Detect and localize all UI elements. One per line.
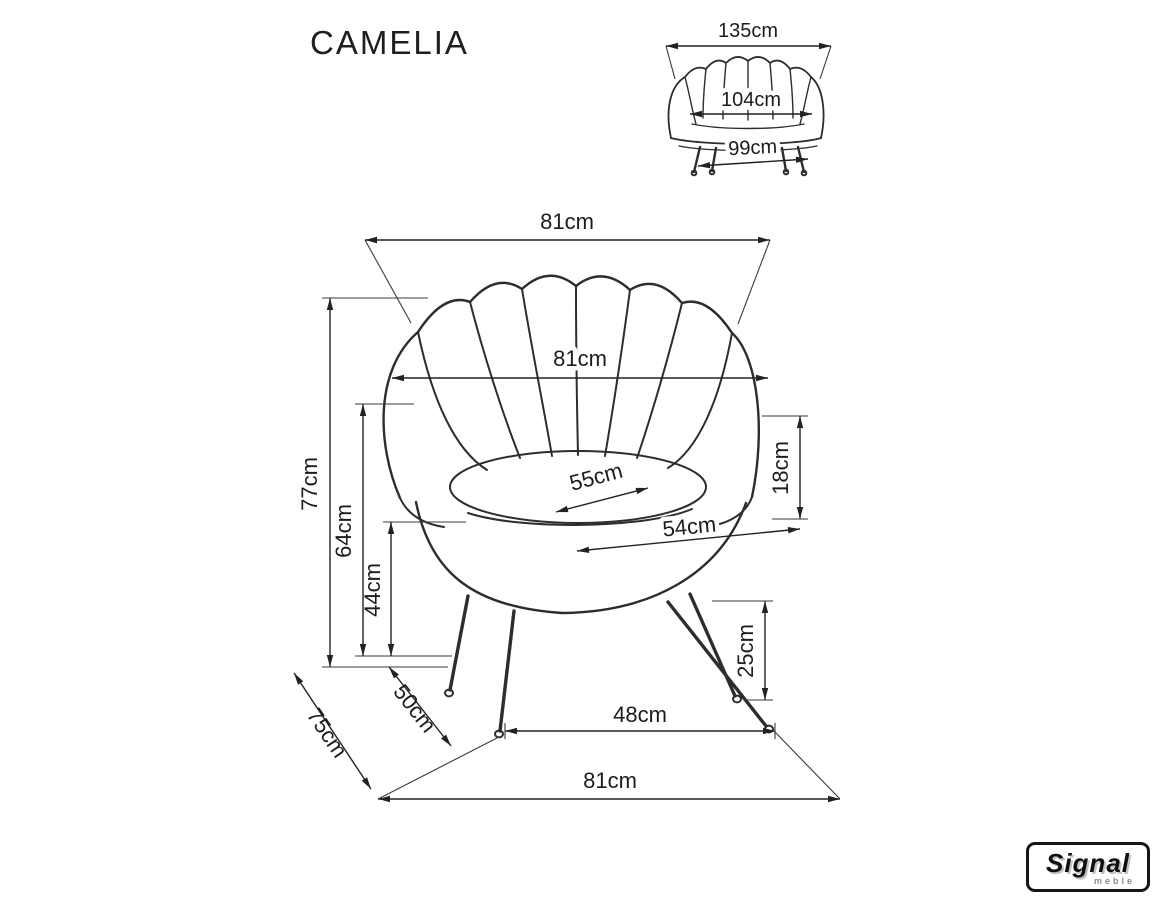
dim-armchair-depth: 75cm [302,704,353,763]
dim-armchair-front-legs-distance: 48cm [613,702,667,727]
dim-armchair-armrest-height: 18cm [768,441,793,495]
dim-armchair-leg-height: 25cm [733,624,758,678]
dim-armchair-seat-height: 44cm [360,563,385,617]
sofa-petal-seams [684,60,812,130]
armchair-dimensions: 81cm 81cm 77cm 64cm 44cm 18cm 55cm 54cm [293,209,841,803]
dim-armchair-base-width: 81cm [583,768,637,793]
dim-armchair-top-width: 81cm [540,209,594,234]
dim-armchair-backrest-width: 81cm [553,346,607,371]
sofa-base [670,137,822,145]
signal-logo-box: Signal meble [1026,842,1150,892]
dim-armchair-seat-depth-lower: 50cm [388,679,441,737]
dim-sofa-total-width: 135cm [718,20,778,42]
product-title: CAMELIA [310,24,469,61]
dim-armchair-seat-depth: 54cm [661,512,717,542]
signal-logo-subtext: meble [1093,876,1135,886]
signal-logo-brand-text: Signal [1045,848,1130,878]
armchair-legs [444,592,774,739]
armchair-shell-outline [382,274,760,500]
armchair-left-arm-curl [399,497,445,528]
armchair-seat-front-edge [467,508,693,526]
signal-logo: Signal meble [1026,842,1150,892]
dim-sofa-legs-distance: 99cm [728,136,778,161]
armchair-right-arm-curl [711,496,753,527]
sofa-base-rail [678,145,818,152]
dim-sofa-seat-width: 104cm [721,89,781,111]
dim-armchair-total-height: 77cm [297,457,322,511]
armchair-body [414,500,748,615]
armchair-seat-cushion [449,450,707,524]
dim-armchair-back-height: 64cm [331,504,356,558]
dim-armchair-seat-width: 55cm [567,458,625,496]
sofa-dimensions: 135cm 104cm 99cm [665,20,832,169]
armchair-view-drawing [382,274,774,739]
